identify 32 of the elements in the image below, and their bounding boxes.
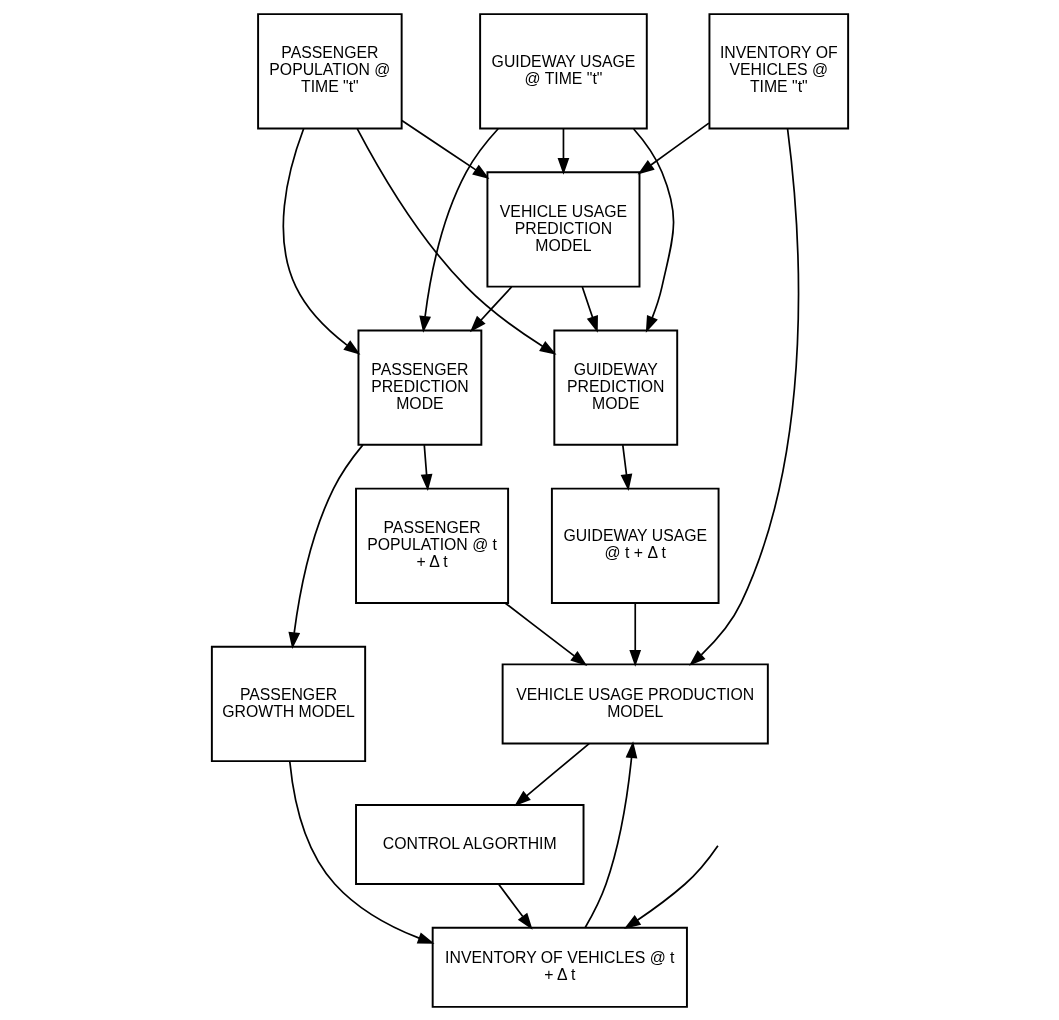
arrow xyxy=(513,742,590,806)
arrow xyxy=(418,127,499,333)
node-box: CONTROL ALGORTHIM xyxy=(354,803,584,885)
arrow xyxy=(400,119,489,179)
node-box: GUIDEWAY USAGE @ t + Δ t xyxy=(550,487,720,604)
arrow xyxy=(620,443,632,491)
arrow xyxy=(581,285,598,333)
node-box: GUIDEWAY USAGE @ TIME "t" xyxy=(478,12,648,129)
arrow xyxy=(632,127,674,333)
node-box: GUIDEWAY PREDICTION MODE xyxy=(552,328,678,446)
arrow xyxy=(557,127,569,175)
arrow xyxy=(623,844,719,929)
arrow xyxy=(504,601,587,666)
arrow xyxy=(420,443,432,491)
node-box: PASSENGER PREDICTION MODE xyxy=(357,328,482,446)
arrow xyxy=(288,759,435,944)
arrow xyxy=(637,121,710,175)
node-box: VEHICLE USAGE PREDICTION MODEL xyxy=(485,170,640,288)
arrow xyxy=(688,127,799,666)
arrow xyxy=(583,740,637,929)
node-box: PASSENGER GROWTH MODEL xyxy=(210,645,366,762)
arrow xyxy=(287,443,364,649)
arrow xyxy=(469,285,512,332)
node-box: INVENTORY OF VEHICLES @ t + Δ t xyxy=(431,926,688,1008)
node-box: PASSENGER POPULATION @ t + Δ t xyxy=(354,487,509,604)
node-box: INVENTORY OF VEHICLES @ TIME "t" xyxy=(707,12,849,129)
node-box: PASSENGER POPULATION @ TIME "t" xyxy=(256,12,403,129)
arrow xyxy=(355,127,556,355)
node-box: VEHICLE USAGE PRODUCTION MODEL xyxy=(501,662,769,744)
arrow xyxy=(282,127,360,355)
arrow xyxy=(628,601,641,667)
arrow xyxy=(497,882,533,930)
